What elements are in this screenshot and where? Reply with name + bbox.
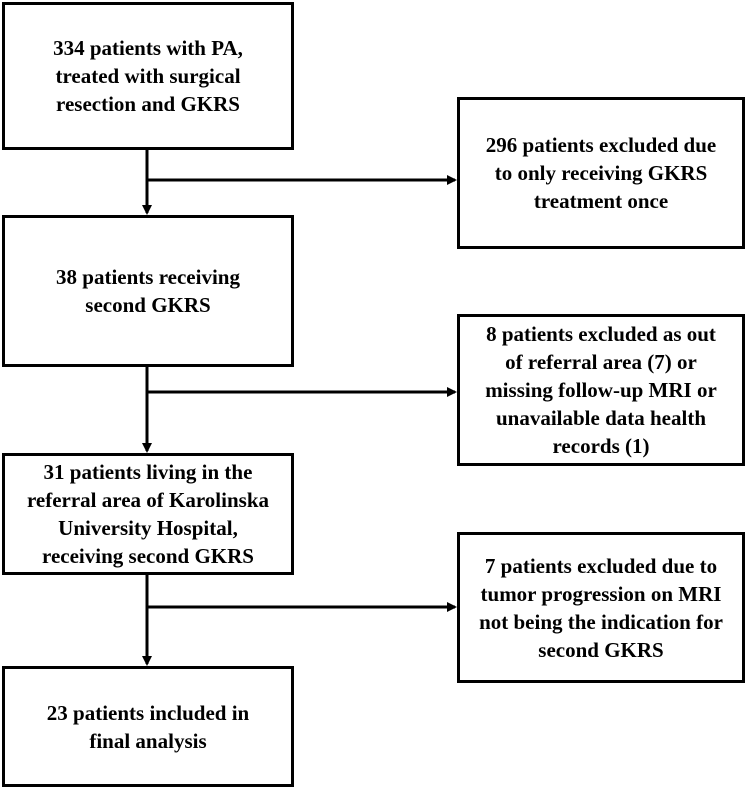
box-excluded-progression: 7 patients excluded due to tumor progres… xyxy=(457,532,745,683)
box-line: 7 patients excluded due to xyxy=(484,553,718,578)
box-line: treatment once xyxy=(533,189,669,213)
box-line: final analysis xyxy=(89,728,207,753)
box-line: 334 patients with PA, xyxy=(53,36,243,60)
box-final-analysis: 23 patients included in final analysis xyxy=(2,666,294,787)
box-line: of referral area (7) or xyxy=(505,350,697,374)
box-line: 31 patients living in the xyxy=(43,460,253,484)
box-line: second GKRS xyxy=(85,293,211,317)
box-line: records (1) xyxy=(552,434,650,458)
box-line: to only receiving GKRS xyxy=(494,161,708,185)
box-line: unavailable data health xyxy=(495,406,707,430)
box-second-gkrs: 38 patients receiving second GKRS xyxy=(2,215,294,367)
box-line: 23 patients included in xyxy=(46,700,250,725)
box-line: missing follow-up MRI or xyxy=(485,378,717,402)
box-line: second GKRS xyxy=(538,637,664,662)
box-line: resection and GKRS xyxy=(56,92,240,116)
box-excluded-referral: 8 patients excluded as out of referral a… xyxy=(457,314,745,466)
box-line: University Hospital, xyxy=(58,516,238,540)
box-excluded-single-gkrs: 296 patients excluded due to only receiv… xyxy=(457,97,745,249)
box-line: not being the indication for xyxy=(479,609,723,634)
box-line: 8 patients excluded as out xyxy=(486,322,716,346)
box-referral-area: 31 patients living in the referral area … xyxy=(2,453,294,575)
box-line: referral area of Karolinska xyxy=(26,488,270,512)
box-line: 38 patients receiving xyxy=(56,265,240,289)
box-line: 296 patients excluded due xyxy=(485,133,717,157)
box-line: treated with surgical xyxy=(55,64,241,88)
box-line: receiving second GKRS xyxy=(42,544,254,568)
box-initial-cohort: 334 patients with PA, treated with surgi… xyxy=(2,2,294,150)
box-line: tumor progression on MRI xyxy=(480,581,722,606)
